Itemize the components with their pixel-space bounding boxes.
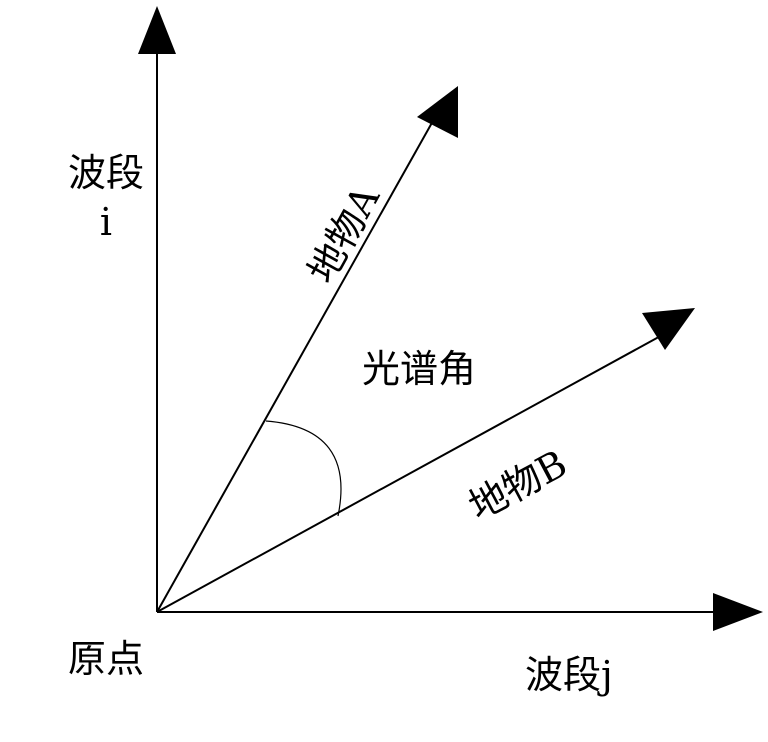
object-a-label: 地物A [299,178,388,290]
spectral-angle-arc [265,420,342,517]
object-b-label: 地物B [462,441,574,529]
axis-i-label-top: 波段 [68,151,144,195]
axis-i-arrowhead [138,6,176,54]
vector-a-line [156,111,439,613]
vector-b-arrowhead [642,308,695,350]
origin-label: 原点 [68,637,144,681]
spectral-angle-label: 光谱角 [362,347,476,391]
axis-j-label: 波段j [525,653,613,697]
vector-b-line [156,332,667,613]
axis-j-arrowhead [713,593,763,631]
axis-i-label-bottom: i [100,200,112,244]
vector-a-arrowhead [417,86,458,138]
